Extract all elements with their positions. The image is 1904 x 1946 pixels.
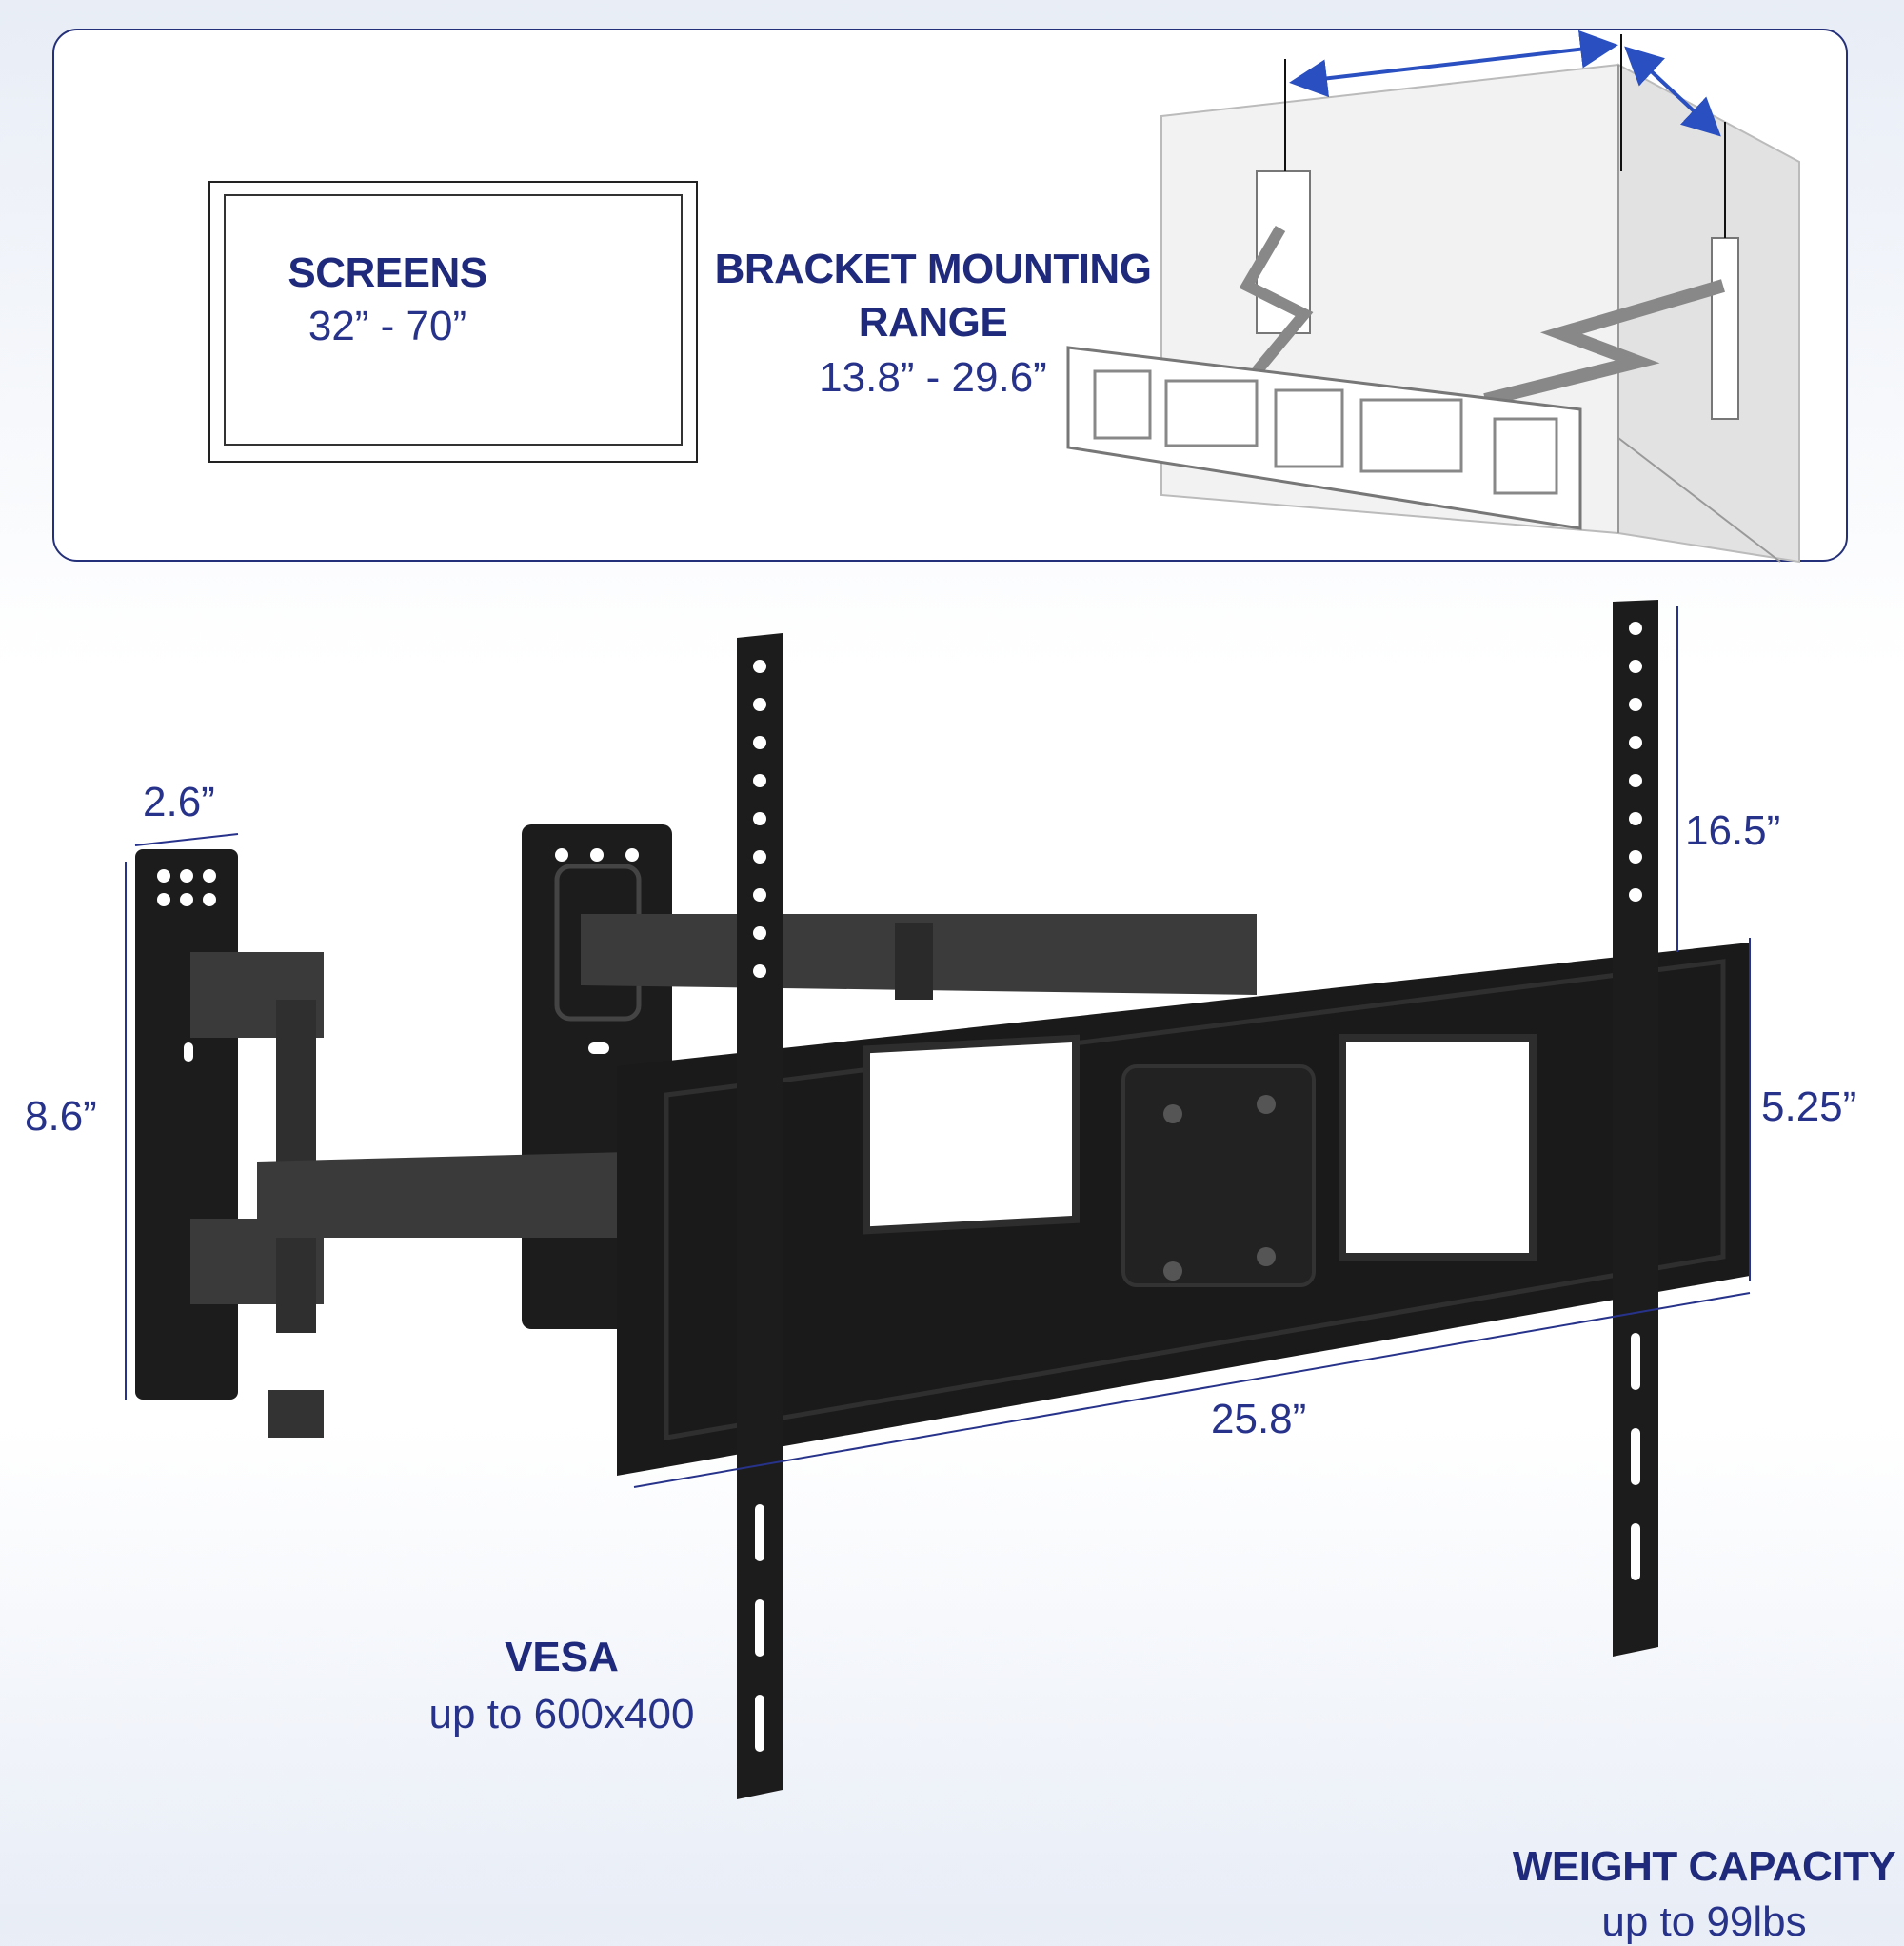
corner-mount-diagram-icon bbox=[1066, 30, 1800, 564]
product-illustration bbox=[125, 30, 1800, 1799]
weight-capacity-value: up to 99lbs bbox=[1601, 1898, 1807, 1945]
screens-title: SCREENS bbox=[288, 249, 487, 296]
dimension-arrow-icon bbox=[1624, 46, 1721, 137]
bracket-width-label: 25.8” bbox=[1211, 1396, 1307, 1442]
tv-wall-mount-product bbox=[135, 600, 1750, 1799]
bracket-height-label: 5.25” bbox=[1761, 1083, 1857, 1130]
plate-width-label: 2.6” bbox=[143, 779, 215, 825]
rail-length-label: 16.5” bbox=[1685, 807, 1781, 854]
screens-value: 32” - 70” bbox=[307, 303, 467, 349]
plate-height-label: 8.6” bbox=[25, 1093, 97, 1140]
dimension-arrow-icon bbox=[1289, 30, 1618, 98]
vesa-title: VESA bbox=[505, 1634, 619, 1680]
screen-inner-frame bbox=[224, 194, 683, 446]
mounting-range-title-line2: RANGE bbox=[858, 299, 1008, 346]
mounting-range-title-line1: BRACKET MOUNTING bbox=[714, 246, 1152, 292]
weight-capacity-title: WEIGHT CAPACITY bbox=[1512, 1843, 1896, 1890]
mounting-range-value: 13.8” - 29.6” bbox=[819, 354, 1047, 401]
dimension-lines bbox=[125, 606, 1751, 1488]
screen-outline-icon bbox=[208, 181, 698, 463]
vesa-value: up to 600x400 bbox=[428, 1691, 695, 1738]
